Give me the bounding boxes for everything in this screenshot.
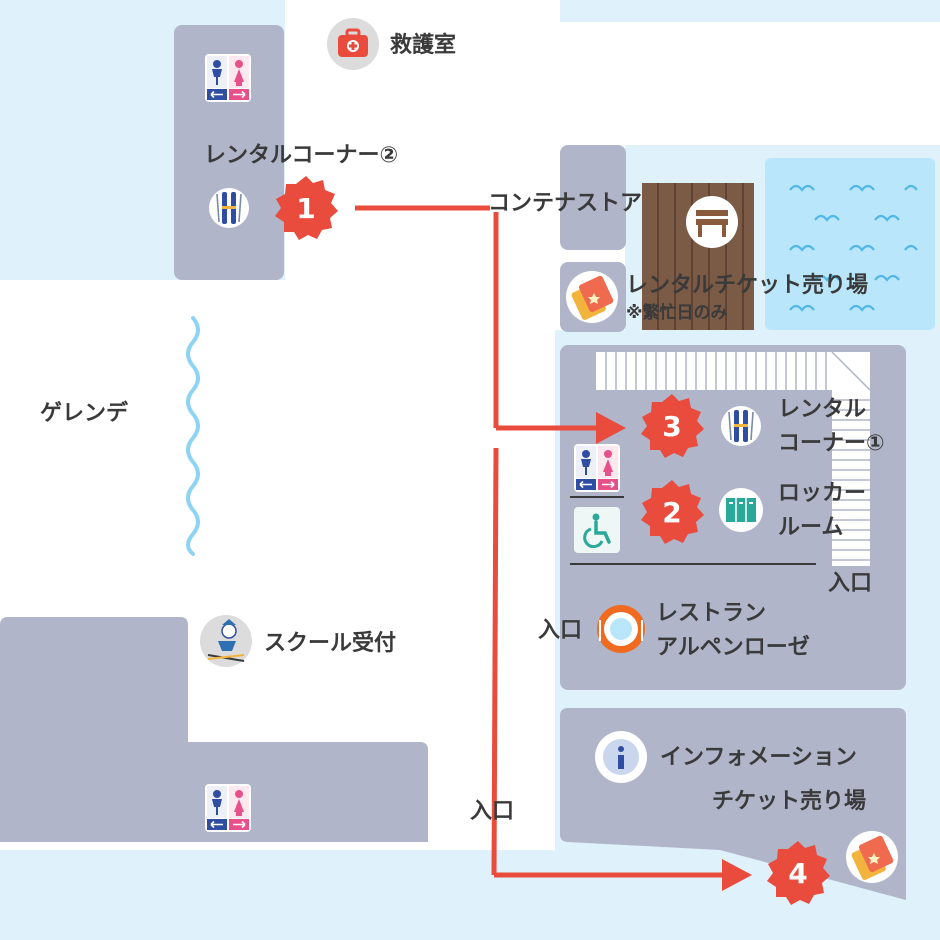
school-building [0, 617, 428, 842]
badge-3-number: 3 [662, 410, 681, 443]
route-arrow-to-4 [722, 859, 752, 891]
badge-2-number: 2 [662, 496, 681, 529]
first-aid-label: 救護室 [390, 32, 456, 58]
information-label: インフォメーション [660, 745, 857, 770]
restroom-icon [204, 53, 252, 103]
convenience-store-label: コンテナストア [488, 191, 642, 216]
restroom-icon [573, 443, 621, 493]
store-building [560, 145, 626, 250]
ski-icon [208, 187, 250, 229]
school-label: スクール受付 [264, 630, 396, 656]
information-icon [595, 731, 647, 783]
badge-2: 2 [641, 480, 704, 544]
pond-waves [789, 184, 918, 312]
locker-icon [719, 488, 763, 532]
rental-corner-2-building [174, 25, 284, 280]
route-lines [355, 205, 725, 878]
restaurant-label-line2: アルペンローゼ [656, 635, 810, 660]
badge-3: 3 [641, 394, 704, 458]
badge-4-number: 4 [788, 857, 807, 890]
ticket-label: チケット売り場 [712, 788, 866, 814]
pond [765, 158, 935, 330]
badge-1-number: 1 [296, 192, 315, 225]
dining-icon [597, 605, 645, 653]
ski-icon [720, 405, 762, 447]
locker-label-line2: ルーム [778, 515, 843, 540]
slope-label: ゲレンデ [40, 400, 129, 426]
rental-corner-1-label-line2: コーナー① [778, 431, 885, 456]
badge-1: 1 [275, 176, 338, 240]
rental-ticket-label: レンタルチケット売り場 [626, 272, 868, 298]
ticket-icon [566, 271, 618, 323]
bench-icon [686, 196, 738, 248]
route-arrow-to-3 [596, 412, 626, 444]
restaurant-label-line1: レストラン [656, 601, 766, 626]
slope-divider [186, 316, 200, 556]
skier-icon [200, 615, 252, 667]
badge-4: 4 [767, 841, 830, 905]
first-aid-kit-icon [327, 18, 379, 70]
rental-corner-2-label: レンタルコーナー② [204, 143, 398, 168]
ticket-icon [846, 831, 898, 883]
rental-ticket-note: ※繁忙日のみ [626, 302, 728, 323]
wheelchair-icon [574, 507, 620, 553]
restroom-icon [204, 783, 252, 833]
entrance-bottom-label: 入口 [470, 799, 514, 824]
restaurant-entrance-label: 入口 [538, 618, 582, 643]
rental-corner-1-label-line1: レンタル [778, 397, 866, 422]
entrance-right-label: 入口 [828, 571, 872, 596]
locker-label-line1: ロッカー [778, 481, 866, 506]
